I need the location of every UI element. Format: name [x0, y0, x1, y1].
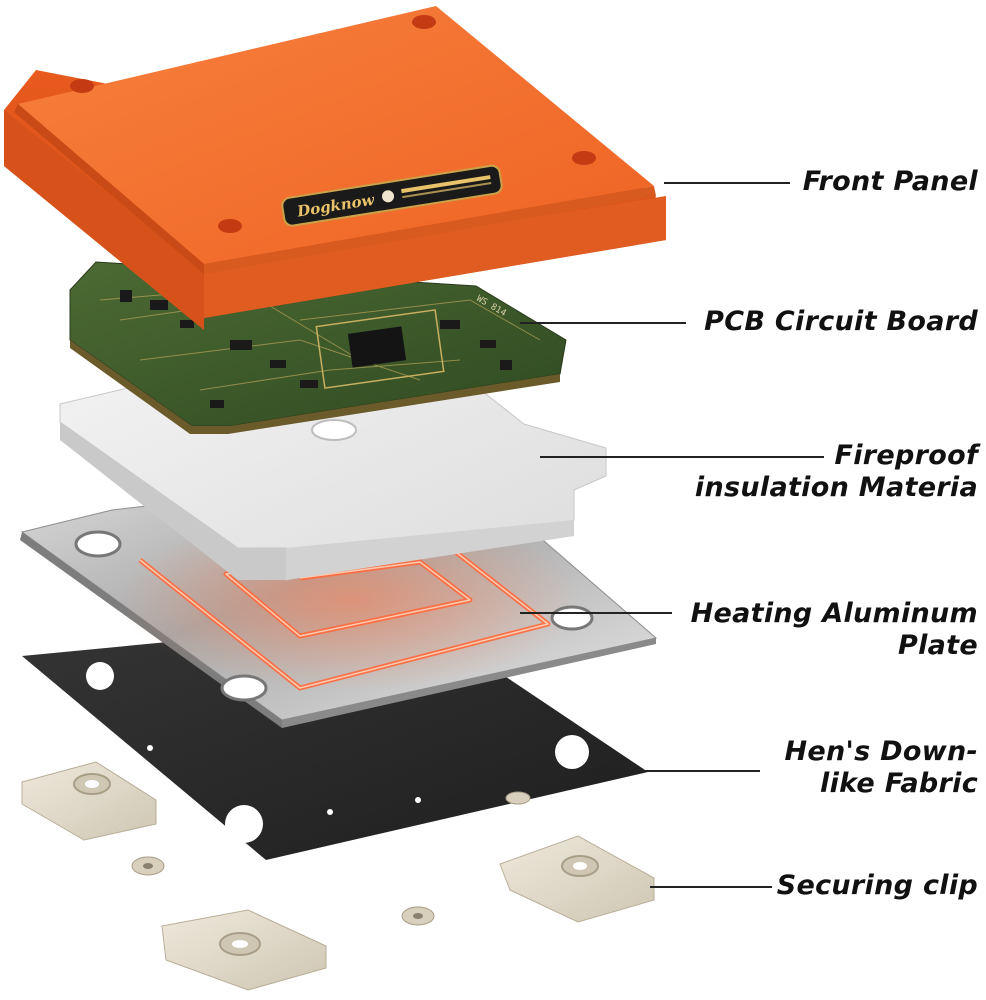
- label-fireproof-insulation: Fireproof insulation Materia: [695, 440, 978, 504]
- label-line: Front Panel: [802, 166, 978, 197]
- leader-pcb: [520, 322, 686, 324]
- securing-clip: [499, 835, 655, 923]
- securing-clip: [21, 761, 157, 841]
- clip-washer: [401, 906, 435, 926]
- label-line: Hen's Down-: [784, 736, 978, 767]
- screw-holes: [70, 15, 596, 233]
- heating-coil: [138, 543, 551, 691]
- pcb-components: [120, 290, 512, 408]
- leader-fabric: [592, 770, 760, 772]
- label-pcb-circuit-board: PCB Circuit Board: [704, 306, 978, 338]
- label-line: Fireproof: [834, 440, 978, 471]
- label-front-panel: Front Panel: [803, 166, 978, 198]
- label-heating-aluminum-plate: Heating Aluminum Plate: [691, 598, 978, 662]
- label-line: Plate: [898, 630, 978, 661]
- front-panel-layer: Dogknow: [4, 6, 666, 330]
- label-line: Securing clip: [776, 870, 978, 901]
- clip-washer: [131, 856, 165, 876]
- leader-aluminum: [520, 612, 672, 614]
- securing-clips: [21, 761, 655, 991]
- securing-clip: [161, 909, 327, 991]
- brand-badge: Dogknow: [281, 164, 503, 227]
- label-line: insulation Materia: [694, 472, 978, 503]
- leader-clip: [650, 886, 772, 888]
- leader-front-panel: [664, 182, 790, 184]
- microcontroller-chip: [347, 326, 407, 368]
- label-line: Heating Aluminum: [690, 598, 978, 629]
- label-line: like Fabric: [820, 768, 978, 799]
- leader-insulation: [540, 456, 824, 458]
- clip-washer: [505, 791, 531, 805]
- label-line: PCB Circuit Board: [704, 306, 978, 337]
- label-fabric: Hen's Down- like Fabric: [785, 736, 979, 800]
- label-securing-clip: Securing clip: [777, 870, 978, 902]
